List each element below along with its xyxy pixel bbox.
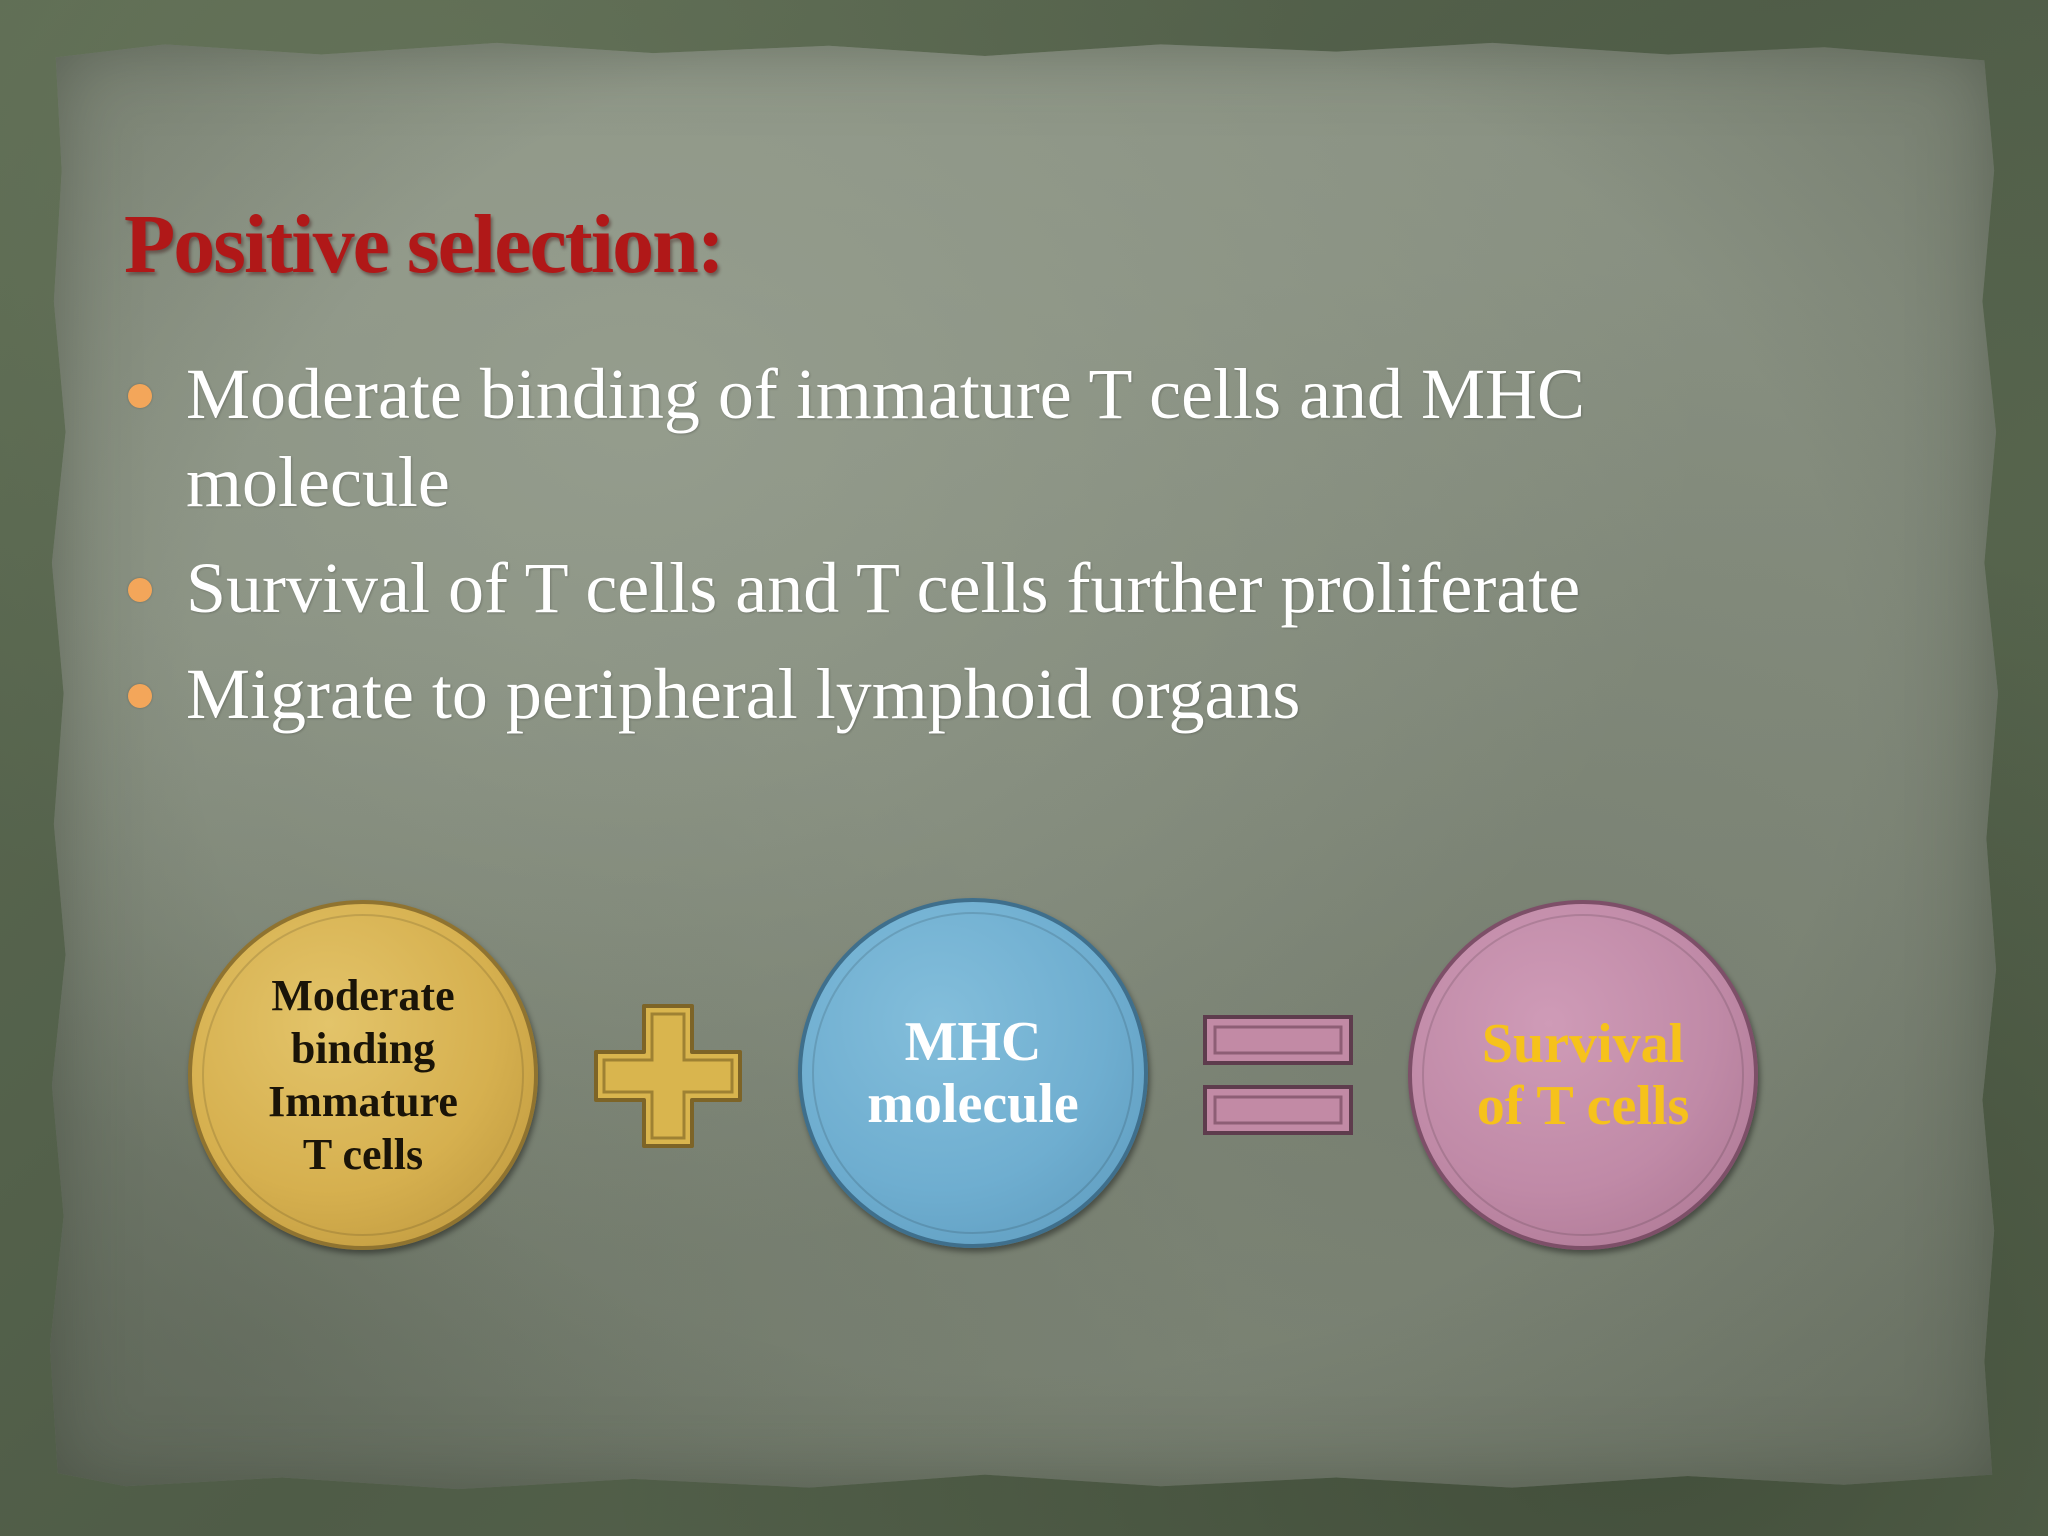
bullet-item-migrate: Migrate to peripheral lymphoid organs: [128, 650, 1828, 738]
bullet-list: Moderate binding of immature T cells and…: [128, 350, 1828, 756]
circle-mhc-molecule: MHC molecule: [798, 898, 1148, 1248]
bullet-text: Survival of T cells and T cells further …: [186, 548, 1581, 628]
equals-icon: [1203, 1015, 1353, 1135]
circle-label-moderate-binding: Moderate binding Immature T cells: [268, 971, 458, 1179]
bullet-dot-icon: [128, 384, 152, 408]
bullet-dot-icon: [128, 684, 152, 708]
circle-moderate-binding: Moderate binding Immature T cells: [188, 900, 538, 1250]
bullet-dot-icon: [128, 578, 152, 602]
circle-label-mhc-molecule: MHC molecule: [867, 1011, 1079, 1135]
slide-paper-panel: [49, 42, 1999, 1490]
bullet-item-binding: Moderate binding of immature T cells and…: [128, 350, 1828, 526]
bullet-text: Migrate to peripheral lymphoid organs: [186, 654, 1301, 734]
plus-icon: [594, 1004, 742, 1148]
bullet-text: Moderate binding of immature T cells and…: [186, 354, 1586, 522]
circle-survival-t-cells: Survival of T cells: [1408, 900, 1758, 1250]
slide-title: Positive selection:: [124, 198, 725, 291]
circle-label-survival-t-cells: Survival of T cells: [1476, 1013, 1690, 1137]
bullet-item-survival: Survival of T cells and T cells further …: [128, 544, 1828, 632]
